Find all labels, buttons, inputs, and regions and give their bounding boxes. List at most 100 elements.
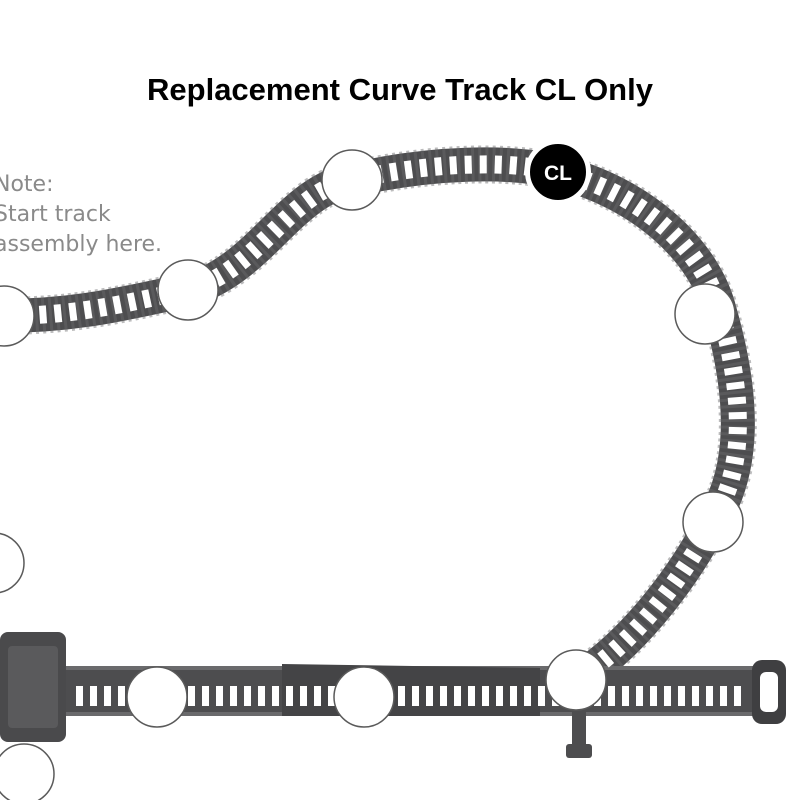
track-tie (706, 686, 713, 706)
track-tie (606, 182, 622, 203)
track-tie (597, 649, 615, 668)
track-tie (629, 618, 648, 636)
cl-marker-badge (528, 142, 588, 202)
track-tie (434, 157, 443, 176)
track-tie (118, 686, 125, 706)
track-tie (468, 686, 475, 706)
track-tie (657, 584, 677, 601)
assembly-note: Note: Start track assembly here. (0, 170, 162, 260)
track-tie (141, 289, 152, 309)
track-tie (82, 300, 93, 320)
track-tie (454, 686, 461, 706)
track-tie (665, 227, 684, 245)
cl-marker-label: CL (544, 162, 572, 185)
track-tie (53, 304, 63, 323)
track-tie (266, 220, 285, 239)
track-tie (234, 250, 252, 270)
right-bumper-inner (760, 672, 778, 712)
track-tie (97, 297, 108, 317)
note-line-1: Note: (0, 172, 54, 197)
track-tie (648, 596, 668, 613)
track-tie (608, 686, 615, 706)
track-tie (639, 607, 658, 625)
track-tie (692, 686, 699, 706)
track-tie (717, 483, 738, 496)
track-tie (619, 190, 635, 210)
track-tie (509, 156, 518, 175)
track-tie (510, 686, 517, 706)
track-tie (104, 686, 111, 706)
track-tie (210, 267, 226, 287)
track-tie (675, 238, 694, 256)
track-tie (727, 396, 747, 405)
joint-circle (126, 666, 188, 728)
track-tie (398, 686, 405, 706)
joint-circle (157, 259, 219, 321)
track-tie (494, 155, 503, 174)
track-tie (734, 686, 741, 706)
curve-ties (24, 155, 747, 677)
track-tie (479, 155, 487, 174)
track-tie (426, 686, 433, 706)
track-route (0, 147, 755, 695)
track-tie (721, 350, 741, 362)
note-line-3: assembly here. (0, 232, 163, 257)
track-tie (403, 160, 414, 180)
track-tie (723, 366, 743, 376)
track-tie (631, 198, 648, 218)
track-tie (300, 686, 307, 706)
track-tie (675, 560, 694, 577)
track-route-edge (0, 145, 757, 697)
track-tie (683, 547, 703, 564)
track-tie (464, 155, 473, 174)
track-tie (684, 250, 704, 267)
track-tie (678, 686, 685, 706)
track-tie (188, 686, 195, 706)
track-tie (728, 411, 747, 420)
track-joints (0, 149, 744, 800)
joint-circle (682, 491, 744, 553)
track-tie (38, 305, 48, 324)
track-tie (664, 686, 671, 706)
track-tie (412, 686, 419, 706)
left-bumper-detail (8, 646, 58, 728)
track-tie (288, 199, 306, 219)
note-line-2: Start track (0, 202, 111, 227)
track-tie (718, 336, 738, 347)
joint-circle (0, 285, 35, 347)
track-tie (418, 158, 428, 178)
track-tie (216, 686, 223, 706)
track-tie (524, 686, 531, 706)
track-tie (314, 181, 330, 201)
track-tie (720, 686, 727, 706)
track-tie (538, 686, 545, 706)
track-tie (482, 686, 489, 706)
joint-circle (0, 743, 55, 800)
track-tie (300, 190, 318, 209)
cl-marker: CL (525, 139, 591, 205)
track-tie (722, 469, 742, 481)
joint-circle (674, 283, 736, 345)
joint-circle (333, 666, 395, 728)
track-tie (440, 686, 447, 706)
track-tie (388, 162, 399, 182)
track-tie (68, 302, 78, 322)
track-tie (230, 686, 237, 706)
support-post-base (566, 744, 592, 758)
track-tie (650, 686, 657, 706)
track-tie (725, 455, 745, 466)
track-tie (636, 686, 643, 706)
track-tie (112, 295, 123, 315)
track-tie (244, 686, 251, 706)
track-tie (272, 686, 279, 706)
joint-circle (0, 532, 25, 594)
track-tie (76, 686, 83, 706)
joint-circle (545, 649, 607, 711)
page-title: Replacement Curve Track CL Only (147, 72, 653, 107)
track-tie (593, 176, 608, 196)
track-tie (622, 686, 629, 706)
track-tie (655, 216, 673, 235)
track-tie (222, 259, 239, 279)
track-tie (449, 156, 458, 175)
track-tie (314, 686, 321, 706)
